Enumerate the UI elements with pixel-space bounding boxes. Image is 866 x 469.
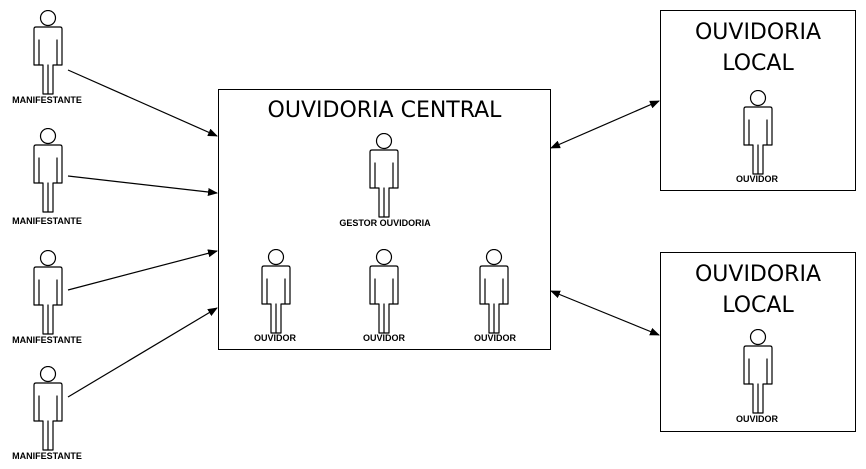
local-ombudsman-title-2-line2: LOCAL: [722, 293, 794, 318]
arrow-manifestante-1-to-central: [67, 69, 218, 137]
person-icon-ouvidor-central-2: [361, 249, 407, 334]
person-icon-ouvidor-local-1: [735, 90, 781, 175]
manifestante-label-3: MANIFESTANTE: [12, 335, 82, 345]
ouvidor-local-label-1: OUVIDOR: [735, 174, 779, 184]
arrow-central-local-1: [550, 100, 660, 149]
person-icon-manifestante-3: [25, 250, 71, 335]
gestor-label: GESTOR OUVIDORIA: [339, 218, 431, 228]
person-icon-gestor: [361, 133, 407, 218]
person-icon-manifestante-4: [25, 366, 71, 451]
ouvidor-central-label-1: OUVIDOR: [253, 333, 297, 343]
manifestante-label-2: MANIFESTANTE: [12, 216, 82, 226]
local-ombudsman-title-2-line1: OUVIDORIA: [694, 262, 822, 287]
local-ombudsman-title-1-line1: OUVIDORIA: [694, 20, 822, 45]
person-icon-ouvidor-central-3: [471, 249, 517, 334]
arrow-manifestante-2-to-central: [67, 175, 218, 196]
manifestante-label-4: MANIFESTANTE: [12, 451, 82, 461]
person-icon-manifestante-2: [25, 128, 71, 213]
ouvidor-central-label-3: OUVIDOR: [473, 333, 517, 343]
arrow-manifestante-4-to-central: [67, 307, 218, 398]
person-icon-manifestante-1: [25, 10, 71, 95]
manifestante-label-1: MANIFESTANTE: [12, 95, 82, 105]
person-icon-ouvidor-local-2: [735, 329, 781, 414]
arrow-central-local-2: [550, 290, 660, 336]
central-ombudsman-title: OUVIDORIA CENTRAL: [267, 98, 502, 123]
arrow-manifestante-3-to-central: [67, 249, 218, 291]
local-ombudsman-title-1-line2: LOCAL: [722, 51, 794, 76]
person-icon-ouvidor-central-1: [253, 249, 299, 334]
ouvidor-central-label-2: OUVIDOR: [362, 333, 406, 343]
ouvidor-local-label-2: OUVIDOR: [735, 414, 779, 424]
